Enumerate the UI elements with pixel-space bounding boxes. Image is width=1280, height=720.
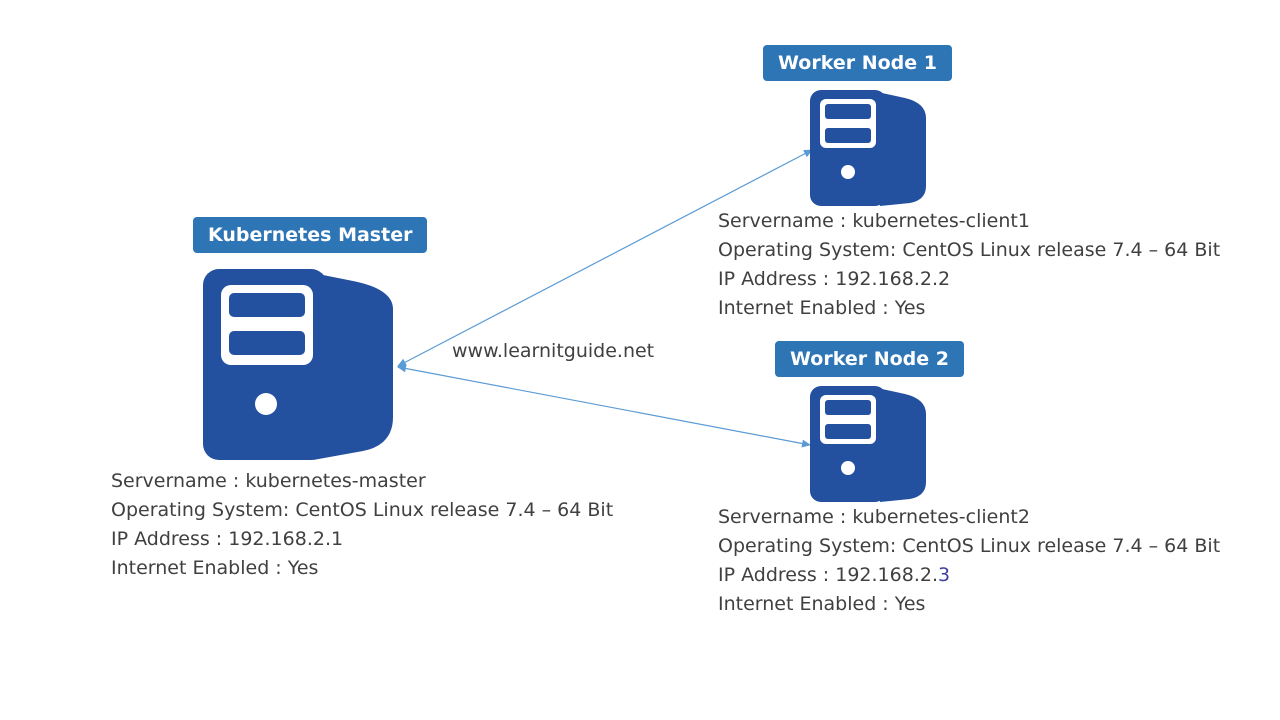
- master-info: Servername : kubernetes-master Operating…: [111, 467, 613, 583]
- master-ip: IP Address : 192.168.2.1: [111, 528, 344, 550]
- worker1-server-icon: [810, 90, 926, 206]
- worker2-internet: Internet Enabled : Yes: [718, 593, 926, 615]
- connection-master-worker2: [397, 364, 811, 448]
- worker2-server-icon: [810, 386, 926, 502]
- master-internet: Internet Enabled : Yes: [111, 557, 319, 579]
- website-text: www.learnitguide.net: [452, 340, 655, 362]
- worker1-ip: IP Address : 192.168.2.2: [718, 268, 951, 290]
- master-servername: Servername : kubernetes-master: [111, 470, 426, 492]
- master-node-label: Kubernetes Master: [193, 217, 428, 253]
- worker1-node-label: Worker Node 1: [763, 45, 952, 81]
- worker2-ip-last: 3: [937, 564, 951, 586]
- master-os: Operating System: CentOS Linux release 7…: [111, 499, 614, 521]
- worker2-ip-prefix: IP Address : 192.168.2.: [718, 564, 938, 586]
- worker2-servername: Servername : kubernetes-client2: [718, 506, 1030, 528]
- worker1-os: Operating System: CentOS Linux release 7…: [718, 239, 1221, 261]
- worker2-os: Operating System: CentOS Linux release 7…: [718, 535, 1221, 557]
- connection-master-worker1: [397, 149, 813, 367]
- worker2-info: Servername : kubernetes-client2 Operatin…: [718, 503, 1220, 619]
- worker1-info: Servername : kubernetes-client1 Operatin…: [718, 207, 1220, 323]
- worker2-ip: IP Address : 192.168.2.3: [718, 561, 1220, 590]
- worker2-node-label: Worker Node 2: [775, 341, 964, 377]
- worker1-servername: Servername : kubernetes-client1: [718, 210, 1030, 232]
- master-server-icon: [203, 269, 393, 460]
- worker1-internet: Internet Enabled : Yes: [718, 297, 926, 319]
